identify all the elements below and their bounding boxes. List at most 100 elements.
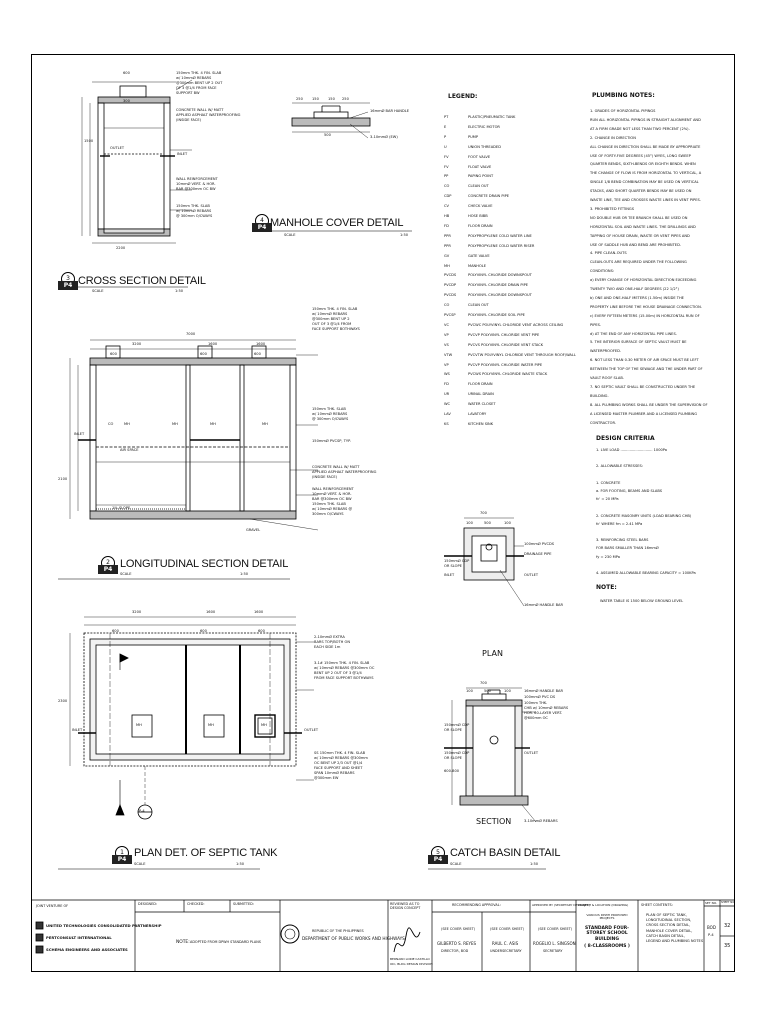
- legend-symbol: PPR: [444, 233, 451, 238]
- note-line: WATERPROOFED.: [590, 349, 622, 354]
- legend-text: GATE VALVE: [468, 253, 490, 258]
- legend-text: FLOAT VALVE: [468, 164, 492, 169]
- legend-text: LAVATORY: [468, 412, 487, 416]
- legend-text: HOSE BIBB: [468, 214, 488, 218]
- badge-cross-section: 3 P4: [58, 272, 80, 294]
- annotation-label: 150mm THK. SLAB: [176, 204, 210, 208]
- legend-symbol: PVCSP: [444, 313, 456, 317]
- legend-text: CHECK VALVE: [468, 204, 493, 209]
- legend-text: PUMP: [468, 134, 479, 139]
- legend-symbol: KS: [444, 421, 449, 426]
- scale-label: SCALE: [120, 572, 132, 576]
- note-line: b) ONE AND ONE-HALF METERS (1.50m) INSID…: [590, 295, 684, 300]
- scale-value: 1:50: [236, 862, 245, 866]
- annotation-label: CONCRETE WALL W/ MATT: [312, 465, 360, 469]
- annotation-label: 3-10mmØ REBARS: [524, 819, 558, 823]
- subtitle-section: SECTION: [476, 817, 512, 826]
- title-catch-basin: CATCH BASIN DETAIL: [450, 847, 561, 859]
- annotation-label: BENT UP 2 OUT OF 3 @1/4: [314, 671, 362, 675]
- note-line: WASTE LINE, TEE AND CROSSES WASTE LINES …: [590, 198, 701, 202]
- annotation-label: MH: [261, 723, 267, 727]
- legend-symbol: PVCDS: [444, 273, 457, 278]
- schema-logo-icon: [35, 945, 44, 954]
- annotation-label: 150mm THK. SLAB: [312, 407, 346, 411]
- note-line: 3. PROHIBITED FITTINGS: [590, 206, 634, 211]
- annotation-label: w/ 10mmØ REBARS @300mm: [314, 756, 368, 760]
- legend-text: POLYPROPYLENE COLD WATER RISER: [468, 243, 535, 248]
- legend-text: UNION THREADED: [468, 144, 501, 149]
- annotation-label: 1600: [254, 610, 264, 614]
- note-line: QUARTER BENDS, SIXTH-BENDS OR EIGHTH BEN…: [590, 162, 696, 167]
- annotation-label: 100: [466, 689, 473, 693]
- annotation-label: @300mm BENT UP 2: [312, 317, 350, 321]
- tb-project-label: PROJECT & LOCATION (DRAWING): [578, 903, 629, 907]
- annotation-label: 7000: [186, 332, 196, 336]
- annotation-label: 1600: [208, 342, 218, 346]
- annotation-label: OUTLET: [304, 728, 319, 732]
- annotation-label: 150mmØ PVCSP, TYP.: [312, 439, 351, 443]
- annotation-label: FACE SUPPORT BOTHWAYS: [312, 327, 360, 331]
- note-line: a. FOR FOOTING, BEAMS AND SLABS: [596, 489, 663, 493]
- legend-text: PVCVP POLYVINYL CHLORIDE WATER PIPE: [468, 362, 543, 367]
- annotation-label: 100: [504, 521, 511, 525]
- tb-designed: DESIGNED:: [138, 902, 157, 906]
- annotation-label: 150mmØ CDP: [444, 723, 470, 727]
- note-line: BETWEEN THE TOP OF THE SEWAGE AND THE UN…: [590, 367, 703, 372]
- annotation-label: SPAN 10mmØ REBARS: [314, 771, 355, 775]
- annotation-label: HOR. 60-LAYER VERT.: [524, 711, 563, 715]
- scale-value: 1:50: [530, 862, 539, 866]
- annotation-label: OR SLOPE: [444, 728, 462, 732]
- annotation-label: 250: [342, 97, 349, 101]
- note-line: PIPES.: [590, 322, 602, 327]
- annotation-label: BARS TOP/BOTH ON: [314, 640, 351, 644]
- tb-submitted: SUBMITTED:: [233, 902, 254, 906]
- annotation-label: MH: [136, 723, 142, 727]
- annotation-label: w/ 10mmØ REBARS: [176, 209, 212, 213]
- annotation-label: 3-1# 150mm THK. 4 FIN. SLAB: [314, 661, 370, 665]
- legend-symbol: CDP: [444, 194, 452, 199]
- tb-firm-2: PERTCONSULT INTERNATIONAL: [46, 935, 112, 940]
- annotation-label: OC BENT UP 2/3 OUT @1/4: [314, 761, 363, 765]
- annotation-label: 3-10mmØ (EW): [370, 135, 398, 139]
- note-line: HORIZONTAL SOIL AND WASTE LINES. THE DRI…: [590, 224, 696, 229]
- dpwh-seal-icon: [280, 924, 300, 944]
- tb-name-3: ROGELIO L. SINGSON: [533, 941, 576, 946]
- annotation-label: WALL REINFORCEMENT: [312, 487, 354, 491]
- tb-see-cover-3: (SEE COVER SHEET): [538, 927, 573, 931]
- legend-symbol: LAV: [444, 412, 451, 416]
- tb-reviewer-role: OIC, BLDG DESIGN DIVISION: [390, 962, 433, 966]
- annotation-label: 600: [123, 71, 130, 75]
- scale-label: SCALE: [284, 233, 296, 237]
- tb-role-1: DIRECTOR, BOD: [441, 949, 469, 953]
- legend-symbol: WC: [444, 402, 451, 407]
- scale-label: SCALE: [450, 862, 462, 866]
- annotation-label: FACE SUPPORT AND SHEET: [314, 766, 363, 770]
- tb-joint-venture: JOINT VENTURE OF: [36, 904, 69, 908]
- annotation-label: w/ 10mmØ REBARS: [312, 312, 348, 316]
- legend-symbol: VC: [444, 322, 449, 327]
- note-line: 1. CONCRETE: [596, 480, 621, 485]
- note-line: 1. LIVE LOAD ...........................…: [596, 448, 667, 452]
- legend-symbol: WS: [444, 372, 450, 377]
- annotation-label: 500: [484, 521, 491, 525]
- legend-text: CONCRETE DRAIN PIPE: [468, 194, 510, 199]
- legend-text: PAPING POINT: [468, 174, 494, 179]
- plan-septic-tank-drawing: [58, 616, 314, 870]
- annotation-label: 3200: [132, 342, 142, 346]
- tb-project-name: STANDARD FOUR-STOREY SCHOOL BUILDING: [585, 926, 629, 942]
- plumbing-heading: PLUMBING NOTES:: [592, 92, 655, 99]
- badge-longitudinal: 2 P4: [98, 556, 120, 578]
- annotation-label: 500: [484, 689, 491, 693]
- annotation-label: OUTLET: [110, 146, 125, 150]
- note-line: c) EVERY FIFTEEN METERS (15.00m) IN HORI…: [590, 313, 700, 318]
- tb-see-cover-1: (SEE COVER SHEET): [441, 927, 476, 931]
- annotation-label: OR SLOPE: [444, 756, 462, 760]
- note-line: FOR BARS SMALLER THAN 16mmØ: [596, 546, 659, 551]
- annotation-label: 16mmØ BAR HANDLE: [370, 109, 409, 113]
- annotation-label: 150mmØ CDP: [444, 751, 470, 755]
- cross-section-drawing: [81, 79, 193, 244]
- note-line: A LICENSED MASTER PLUMBER AND A LICENSED…: [590, 411, 698, 416]
- annotation-label: @ 300mm O/CWAYS: [312, 417, 349, 421]
- annotation-label: 600: [258, 629, 265, 633]
- note-line: 3. REINFORCING STEEL BARS: [596, 538, 649, 543]
